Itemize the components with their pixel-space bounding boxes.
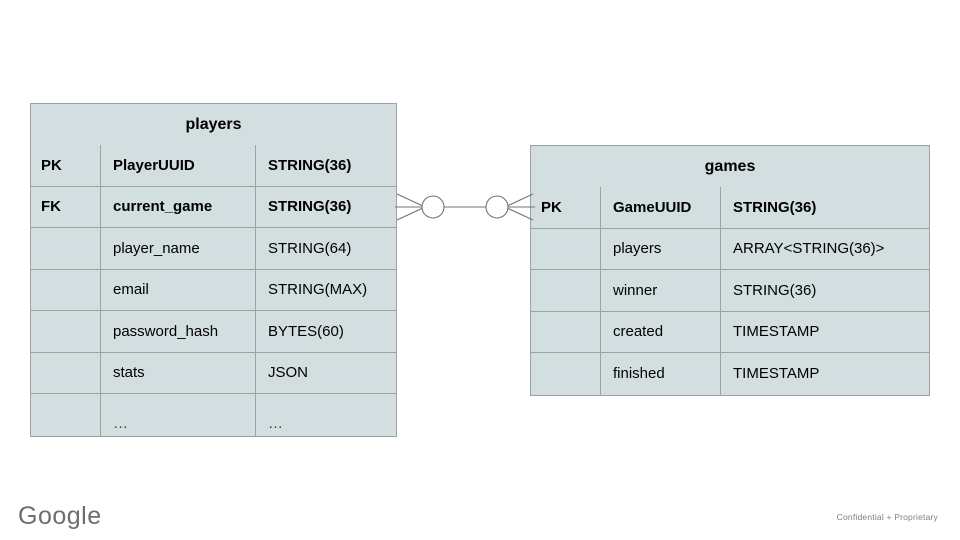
row-type: JSON	[268, 364, 309, 382]
google-logo: Google	[18, 502, 102, 530]
row-name: GameUUID	[601, 187, 721, 228]
row-key: PK	[31, 145, 101, 186]
row-key	[31, 269, 101, 310]
crowsfoot-right-lower	[504, 206, 534, 221]
table-row: … …	[31, 394, 396, 436]
table-row: stats JSON	[31, 352, 396, 394]
crowsfoot-left-lower	[396, 206, 426, 221]
row-name: finished	[601, 353, 721, 395]
table-row: finished TIMESTAMP	[531, 353, 929, 395]
row-type: ARRAY<STRING(36)>	[733, 240, 885, 258]
row-type: STRING(36)	[733, 198, 817, 216]
confidentiality-note: Confidential + Proprietary	[836, 512, 938, 522]
row-type: STRING(64)	[268, 239, 352, 257]
cardinality-circle-right	[485, 195, 509, 219]
table-row: PK GameUUID STRING(36)	[531, 187, 929, 229]
row-type: STRING(36)	[268, 198, 352, 216]
table-row: password_hash BYTES(60)	[31, 311, 396, 353]
row-key	[31, 352, 101, 393]
row-name: current_game	[101, 186, 256, 227]
table-row: winner STRING(36)	[531, 270, 929, 312]
row-key	[31, 311, 101, 352]
row-key	[531, 311, 601, 352]
row-key	[31, 394, 101, 436]
row-type: TIMESTAMP	[733, 365, 820, 383]
row-name: winner	[601, 270, 721, 311]
row-type: STRING(36)	[733, 281, 817, 299]
crowsfoot-right-upper	[504, 193, 534, 208]
relationship-connector-many-to-many	[395, 193, 535, 221]
er-table-players: players PK PlayerUUID STRING(36) FK curr…	[30, 103, 397, 437]
row-name: created	[601, 311, 721, 352]
table-title-players: players	[31, 104, 396, 145]
table-row: player_name STRING(64)	[31, 228, 396, 270]
table-title-games: games	[531, 146, 929, 187]
table-row: email STRING(MAX)	[31, 269, 396, 311]
row-name: stats	[101, 352, 256, 393]
row-key	[531, 353, 601, 395]
row-type: TIMESTAMP	[733, 323, 820, 341]
table-row: created TIMESTAMP	[531, 311, 929, 353]
crowsfoot-left-upper	[396, 193, 426, 208]
row-type: BYTES(60)	[268, 322, 344, 340]
table-row: PK PlayerUUID STRING(36)	[31, 145, 396, 187]
row-key	[531, 270, 601, 311]
row-type: STRING(36)	[268, 156, 352, 174]
table-row: players ARRAY<STRING(36)>	[531, 228, 929, 270]
row-key: FK	[31, 186, 101, 227]
row-name: …	[101, 394, 256, 436]
row-name: PlayerUUID	[101, 145, 256, 186]
row-key	[31, 228, 101, 269]
row-type: STRING(MAX)	[268, 281, 368, 299]
row-name: players	[601, 228, 721, 269]
row-name: email	[101, 269, 256, 310]
row-name: player_name	[101, 228, 256, 269]
row-name: password_hash	[101, 311, 256, 352]
row-type: …	[268, 414, 283, 432]
cardinality-circle-left	[421, 195, 445, 219]
row-key: PK	[531, 187, 601, 228]
er-table-games: games PK GameUUID STRING(36) players ARR…	[530, 145, 930, 396]
row-key	[531, 228, 601, 269]
table-row: FK current_game STRING(36)	[31, 186, 396, 228]
